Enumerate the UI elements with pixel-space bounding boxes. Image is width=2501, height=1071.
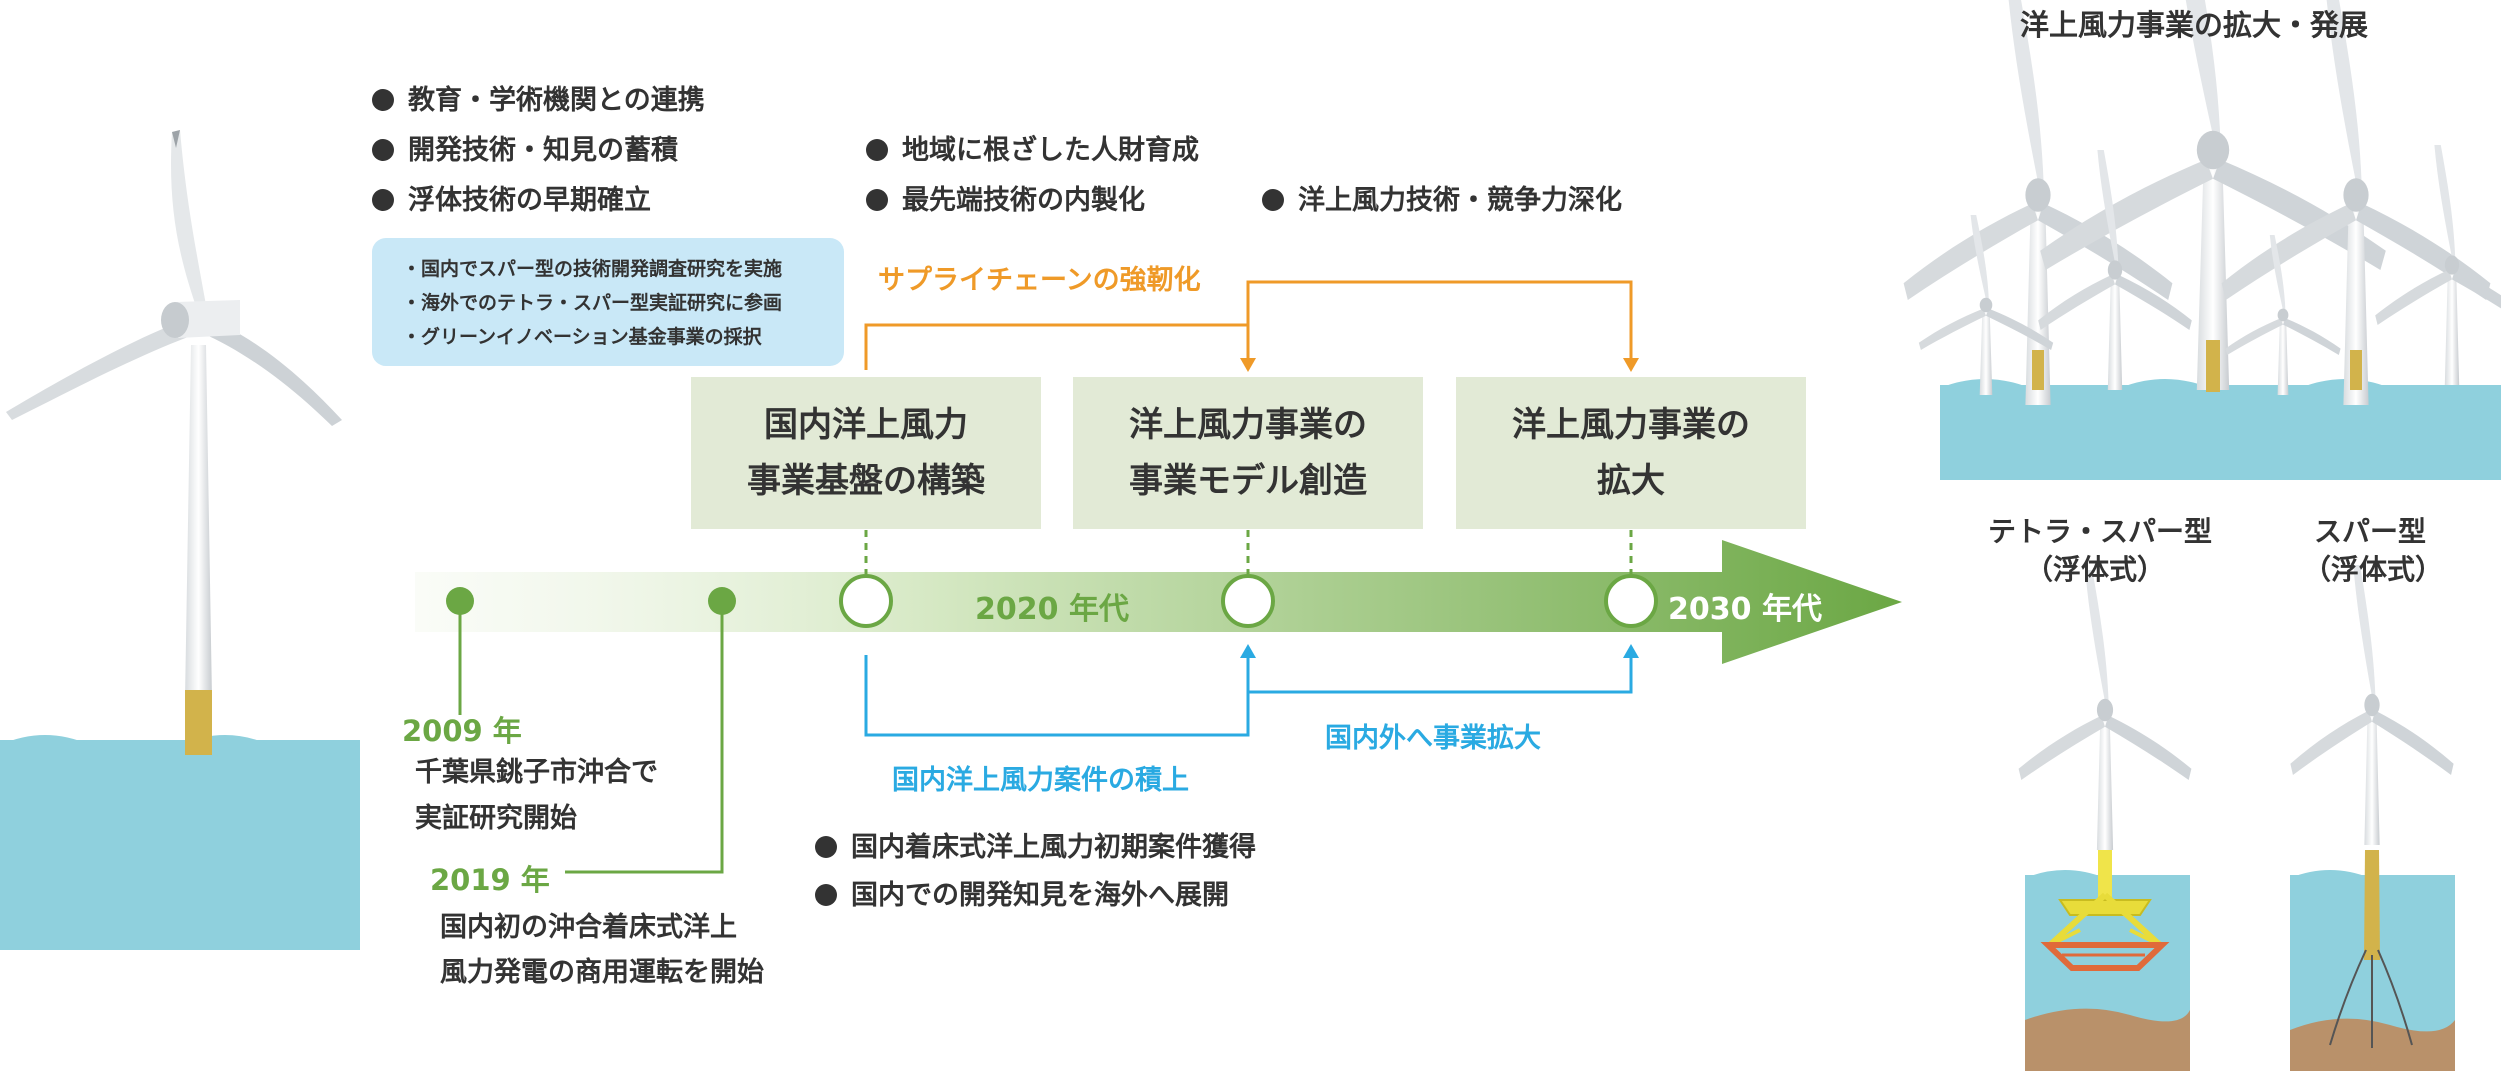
spar-illustration [2290, 565, 2455, 1071]
tetra-spar-sublabel: （浮体式） [2025, 553, 2166, 586]
milestone-year-2009: 2009 年 [402, 714, 522, 748]
expansion-connector [864, 655, 1633, 737]
bullet-floating-tech: 浮体技術の早期確立 [372, 178, 651, 217]
tetra-spar-illustration [2018, 570, 2192, 1071]
phase-node-1 [839, 574, 893, 628]
supply-chain-label: サプライチェーンの強靭化 [878, 265, 1201, 296]
right-panel-title: 洋上風力事業の拡大・発展 [2020, 8, 2369, 42]
bullet-dot-icon [815, 884, 837, 906]
bullet-dot-icon [866, 189, 888, 211]
note-line: ・海外でのテトラ・スパー型実証研究に参画 [402, 292, 783, 314]
bullet-local-talent: 地域に根ざした人財育成 [866, 128, 1199, 167]
timeline-label-2030s: 2030 年代 [1668, 592, 1822, 627]
phase-title-line: 国内洋上風力 [764, 405, 968, 445]
left-turbine-illustration [0, 130, 360, 950]
supply-chain-connector [864, 280, 1633, 370]
bullet-development: 開発技術・知見の蓄積 [372, 128, 678, 167]
tetra-spar-label: テトラ・スパー型 [1988, 515, 2213, 548]
bullet-competitiveness: 洋上風力技術・競争力深化 [1262, 178, 1622, 217]
floating-tech-note-box: ・国内でスパー型の技術開発調査研究を実施 ・海外でのテトラ・スパー型実証研究に参… [372, 238, 844, 366]
note-line: ・グリーンイノベーション基金事業の採択 [402, 326, 762, 348]
phase-node-2 [1221, 574, 1275, 628]
phase-node-3 [1604, 574, 1658, 628]
phase-title-line: 事業モデル創造 [1129, 461, 1367, 501]
phase-box-2: 洋上風力事業の 事業モデル創造 [1073, 377, 1423, 529]
milestone-text-2019: 風力発電の商用運転を開始 [440, 957, 764, 988]
bullet-overseas-deploy: 国内での開発知見を海外へ展開 [815, 873, 1229, 912]
bullet-dot-icon [815, 836, 837, 858]
milestone-year-2019: 2019 年 [430, 863, 550, 897]
milestone-text-2009: 実証研究開始 [415, 803, 577, 834]
milestone-text-2019: 国内初の沖合着床式洋上 [440, 912, 737, 943]
milestone-text-2009: 千葉県銚子市沖合で [415, 757, 658, 788]
phase-box-3: 洋上風力事業の 拡大 [1456, 377, 1806, 529]
bullet-dot-icon [372, 89, 394, 111]
bullet-in-house-tech: 最先端技術の内製化 [866, 178, 1145, 217]
phase-title-line: 洋上風力事業の [1512, 405, 1750, 445]
overseas-expansion-label: 国内外へ事業拡大 [1325, 723, 1541, 754]
spar-sublabel: （浮体式） [2303, 553, 2444, 586]
bullet-dot-icon [866, 139, 888, 161]
wind-farm-illustration [1903, 0, 2501, 480]
timeline-arrow [415, 540, 1902, 664]
spar-label: スパー型 [2314, 515, 2427, 548]
bullet-initial-projects: 国内着床式洋上風力初期案件獲得 [815, 825, 1256, 864]
domestic-expansion-label: 国内洋上風力案件の積上 [892, 765, 1189, 796]
bullet-dot-icon [372, 189, 394, 211]
bullet-dot-icon [1262, 189, 1284, 211]
phase-box-1: 国内洋上風力 事業基盤の構築 [691, 377, 1041, 529]
bullet-dot-icon [372, 139, 394, 161]
timeline-label-2020s: 2020 年代 [975, 592, 1129, 627]
phase-title-line: 洋上風力事業の [1129, 405, 1367, 445]
phase-title-line: 拡大 [1597, 461, 1665, 501]
phase-title-line: 事業基盤の構築 [747, 461, 985, 501]
bullet-education: 教育・学術機関との連携 [372, 78, 705, 117]
note-line: ・国内でスパー型の技術開発調査研究を実施 [402, 258, 783, 280]
